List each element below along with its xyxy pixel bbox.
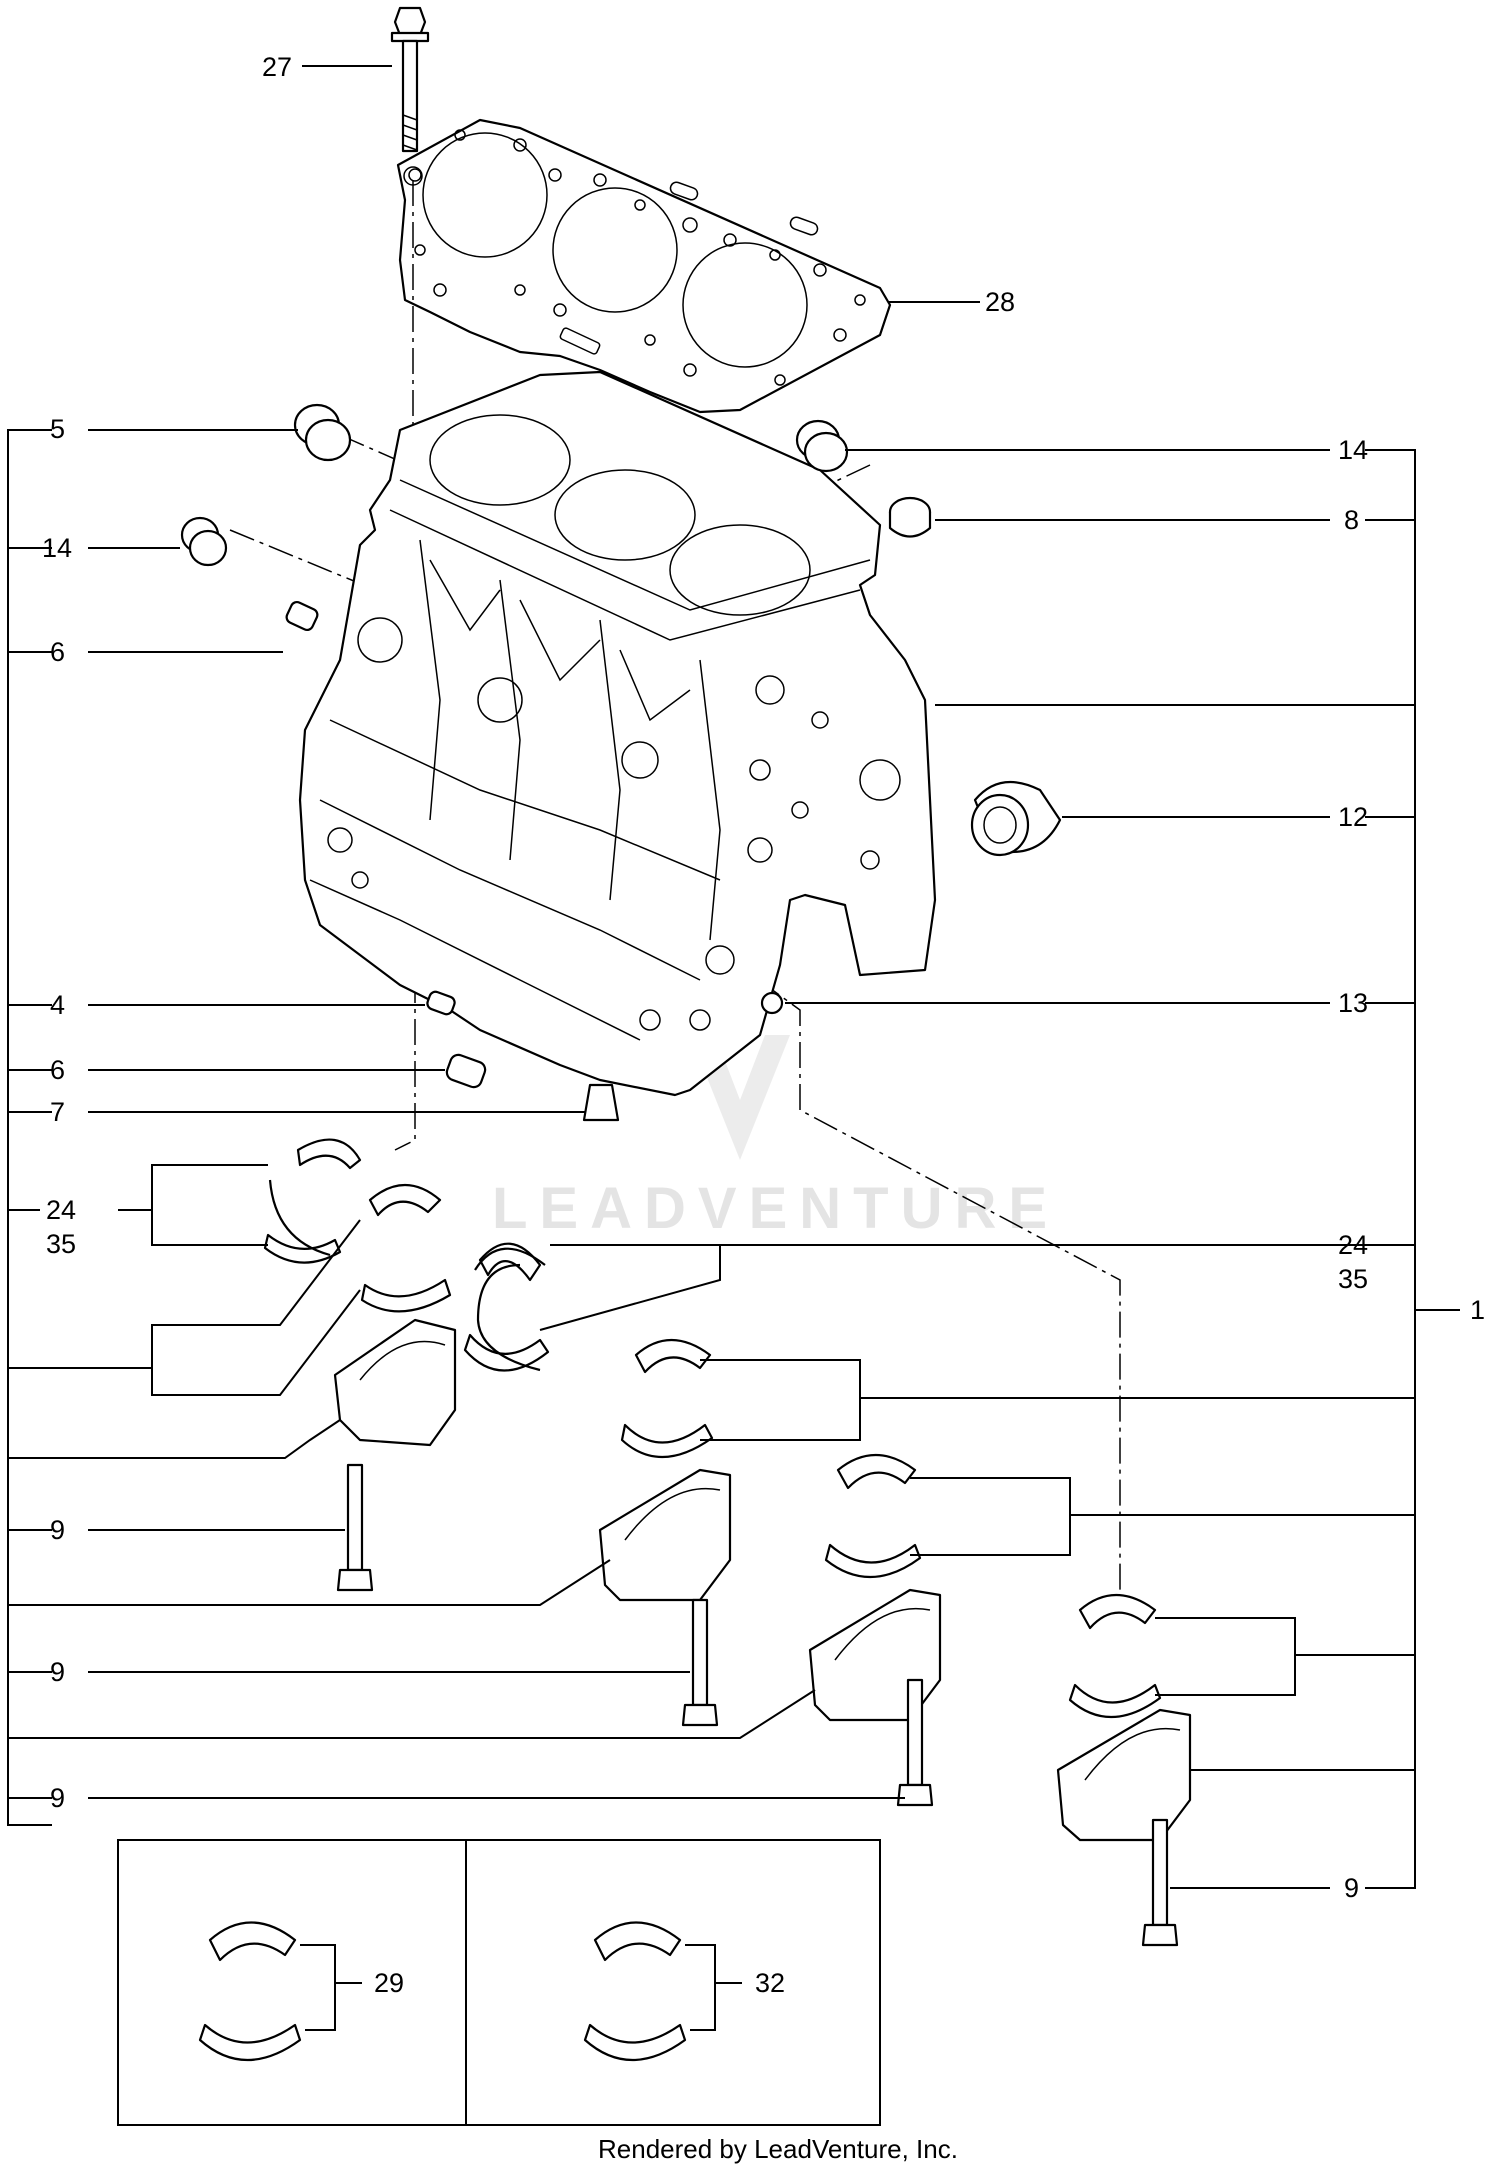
callout-35-left: 35 bbox=[46, 1229, 76, 1259]
callout-32: 32 bbox=[755, 1968, 785, 1998]
head-bolt bbox=[390, 6, 430, 153]
callout-24-right: 24 bbox=[1338, 1230, 1368, 1260]
callout-8: 8 bbox=[1344, 505, 1359, 535]
cap-bolts bbox=[336, 1463, 1179, 1947]
callout-29: 29 bbox=[374, 1968, 404, 1998]
callout-labels: 27 28 5 14 6 14 8 12 4 6 7 13 24 35 24 3… bbox=[42, 52, 1485, 1998]
callout-12: 12 bbox=[1338, 802, 1368, 832]
watermark-text: LEADVENTURE bbox=[492, 1176, 1059, 1241]
callout-6-mid: 6 bbox=[50, 1055, 65, 1085]
footer-credit: Rendered by LeadVenture, Inc. bbox=[598, 2134, 958, 2164]
callout-35-right: 35 bbox=[1338, 1264, 1368, 1294]
callout-13: 13 bbox=[1338, 988, 1368, 1018]
bracket-lines bbox=[7, 429, 1460, 1889]
bearing-shells bbox=[263, 1138, 1162, 1719]
inset-box bbox=[117, 1839, 881, 2126]
callout-14-right: 14 bbox=[1338, 435, 1368, 465]
callout-6-top: 6 bbox=[50, 637, 65, 667]
callout-1: 1 bbox=[1470, 1295, 1485, 1325]
callout-24-left: 24 bbox=[46, 1195, 76, 1225]
callout-14-left: 14 bbox=[42, 533, 72, 563]
callout-7: 7 bbox=[50, 1097, 65, 1127]
callout-9-a: 9 bbox=[50, 1515, 65, 1545]
bearing-caps bbox=[333, 1318, 1192, 1842]
callout-27: 27 bbox=[262, 52, 292, 82]
leader-lines bbox=[8, 65, 1415, 1889]
head-gasket bbox=[396, 118, 892, 414]
small-parts bbox=[180, 403, 1062, 1122]
callout-28: 28 bbox=[985, 287, 1015, 317]
callout-9-c: 9 bbox=[50, 1783, 65, 1813]
cylinder-block bbox=[298, 370, 937, 1097]
callout-5: 5 bbox=[50, 414, 65, 444]
callout-9-d: 9 bbox=[1344, 1873, 1359, 1903]
callout-9-b: 9 bbox=[50, 1657, 65, 1687]
callout-4: 4 bbox=[50, 990, 65, 1020]
